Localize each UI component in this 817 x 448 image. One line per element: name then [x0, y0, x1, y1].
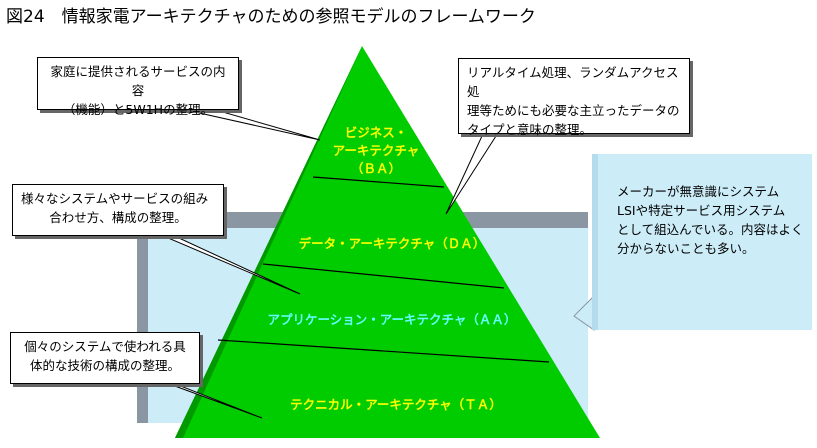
callout-application-line: 様々なシステムやサービスの組み — [21, 191, 209, 206]
page-title: 図24 情報家電アーキテクチャのための参照モデルのフレームワーク — [6, 6, 536, 27]
layer-label-aa: アプリケーション・アーキテクチャ（ＡＡ） — [268, 312, 517, 327]
layer-label-ta: テクニカル・アーキテクチャ（ＴＡ） — [290, 397, 502, 412]
layer-label-da: データ・アーキテクチャ（ＤＡ） — [299, 236, 486, 251]
maker-note-line: として組込んでいる。内容はよく — [617, 222, 804, 237]
callout-business-line: （機能）と5W1Hの整理。 — [62, 102, 214, 117]
callout-application: 様々なシステムやサービスの組み 合わせ方、構成の整理。 — [12, 184, 224, 236]
callout-business-line: 家庭に提供されるサービスの内容 — [50, 64, 226, 98]
maker-note-line: LSIや特定サービス用システム — [617, 203, 786, 218]
callout-application-line: 合わせ方、構成の整理。 — [49, 210, 187, 225]
layer-label-ba-line1: ビジネス・ — [345, 125, 408, 140]
callout-data: リアルタイム処理、ランダムアクセス処 理等ためにも必要な主立ったデータの タイプ… — [458, 58, 690, 137]
layer-divider-aa-ta — [217, 339, 550, 363]
layer-label-ba-line3: （ＢＡ） — [351, 161, 401, 176]
pyramid — [175, 46, 600, 438]
maker-note-line: メーカーが無意識にシステム — [617, 184, 780, 199]
maker-note-panel — [592, 154, 812, 330]
callout-business: 家庭に提供されるサービスの内容 （機能）と5W1Hの整理。 — [37, 57, 239, 117]
callout-data-line: リアルタイム処理、ランダムアクセス処 — [467, 65, 679, 99]
layer-divider-da-aa — [262, 263, 505, 289]
callout-technical-line: 個々のシステムで使われる具 — [24, 339, 186, 354]
pointer-da — [445, 135, 497, 215]
callout-technical-line: 体的な技術の構成の整理。 — [29, 358, 180, 373]
callout-data-line: 理等ためにも必要な主立ったデータの — [467, 103, 680, 118]
maker-note-line: 分からないことも多い。 — [617, 241, 755, 256]
layer-label-ba-line2: アーキテクチャ — [333, 143, 420, 158]
maker-note: メーカーが無意識にシステム LSIや特定サービス用システム として組込んでいる。… — [617, 182, 813, 258]
layer-divider-ba-da — [312, 176, 445, 188]
callout-technical: 個々のシステムで使われる具 体的な技術の構成の整理。 — [10, 332, 200, 384]
callout-data-line: タイプと意味の整理。 — [467, 122, 593, 137]
